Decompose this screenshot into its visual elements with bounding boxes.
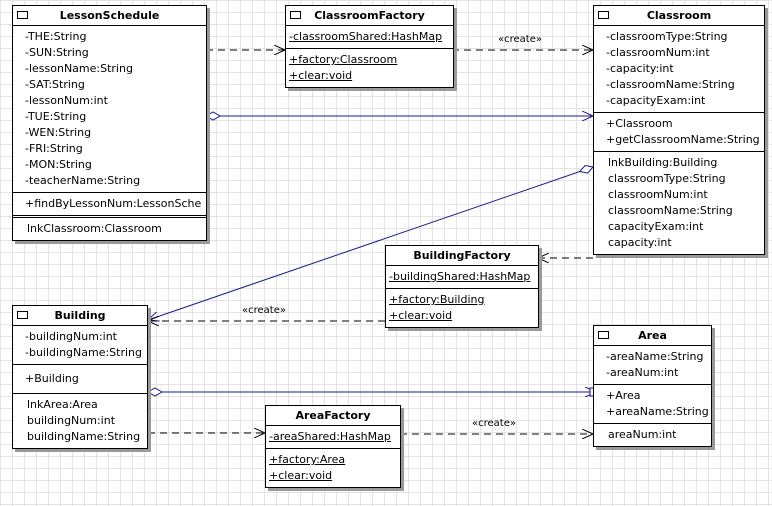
operation: +factory:Classroom	[289, 53, 398, 66]
link-field: classroomName:String	[608, 204, 733, 217]
operation: +factory:Area	[269, 453, 346, 466]
attribute: -TUE:String	[25, 110, 87, 123]
operation: +clear:void	[389, 309, 453, 322]
link-field: classroomNum:int	[608, 188, 708, 201]
class-name: Classroom	[646, 9, 712, 22]
attribute: -classroomShared:HashMap	[289, 30, 443, 43]
attribute: -SUN:String	[25, 46, 89, 59]
attribute: -SAT:String	[25, 78, 85, 91]
class-tab-icon	[17, 311, 28, 319]
class-name: BuildingFactory	[413, 249, 511, 262]
attribute: -lessonName:String	[25, 62, 133, 75]
association-classroom-building	[148, 167, 593, 320]
class-tab-icon	[17, 11, 28, 19]
class-area[interactable]: Area -areaName:String -areaNum:int +Area…	[593, 325, 712, 447]
attribute: -capacity:int	[606, 62, 674, 75]
class-lessonschedule[interactable]: LessonSchedule -THE:String -SUN:String -…	[12, 5, 207, 241]
link-field: capacity:int	[608, 236, 672, 249]
operation: +getClassroomName:String	[606, 133, 760, 146]
link-field: capacityExam:int	[608, 220, 704, 233]
attribute: -buildingNum:int	[25, 330, 117, 343]
attribute: -capacityExam:int	[606, 94, 706, 107]
link-field: lnkBuilding:Building	[608, 156, 718, 169]
operation: +factory:Building	[389, 293, 485, 306]
class-classroomfactory[interactable]: ClassroomFactory -classroomShared:HashMa…	[285, 5, 454, 88]
class-classroom[interactable]: Classroom -classroomType:String -classro…	[593, 5, 765, 255]
create-label-building: «create»	[242, 305, 286, 316]
class-name: Building	[54, 309, 106, 322]
class-buildingfactory[interactable]: BuildingFactory -buildingShared:HashMap …	[385, 245, 539, 328]
attribute: -areaShared:HashMap	[269, 430, 391, 443]
attribute: -teacherName:String	[25, 174, 141, 187]
class-building[interactable]: Building -buildingNum:int -buildingName:…	[12, 305, 148, 449]
link-field: buildingName:String	[27, 430, 141, 443]
attribute: -classroomType:String	[606, 30, 728, 43]
link-field: lnkArea:Area	[27, 398, 98, 411]
class-name: LessonSchedule	[59, 9, 160, 22]
class-tab-icon	[290, 11, 301, 19]
operation: +clear:void	[289, 69, 353, 82]
operation: +areaName:String	[606, 405, 709, 418]
attribute: -FRI:String	[25, 142, 83, 155]
attribute: -classroomName:String	[606, 78, 735, 91]
attribute: -buildingName:String	[25, 346, 143, 359]
attribute: -THE:String	[25, 30, 87, 43]
operation: +findByLessonNum:LessonSche	[25, 197, 202, 210]
class-name: AreaFactory	[295, 409, 371, 422]
operation: +Classroom	[606, 117, 673, 130]
class-tab-icon	[598, 331, 609, 339]
create-label-classroom: «create»	[498, 34, 542, 45]
attribute: -WEN:String	[25, 126, 92, 139]
attribute: -areaNum:int	[606, 366, 679, 379]
class-name: Area	[638, 329, 667, 342]
attribute: -MON:String	[25, 158, 92, 171]
link-field: classroomType:String	[608, 172, 726, 185]
operation: +clear:void	[269, 469, 333, 482]
operation: +Area	[606, 389, 641, 402]
class-name: ClassroomFactory	[314, 9, 425, 22]
attribute: -classroomNum:int	[606, 46, 710, 59]
link-field: lnkClassroom:Classroom	[27, 222, 162, 235]
attribute: -buildingShared:HashMap	[389, 270, 531, 283]
class-tab-icon	[598, 11, 609, 19]
link-field: buildingNum:int	[27, 414, 116, 427]
class-areafactory[interactable]: AreaFactory -areaShared:HashMap +factory…	[265, 405, 401, 488]
link-field: areaNum:int	[608, 428, 677, 441]
attribute: -lessonNum:int	[25, 94, 108, 107]
attribute: -areaName:String	[606, 350, 704, 363]
operation: +Building	[25, 372, 79, 385]
create-label-area: «create»	[472, 418, 516, 429]
